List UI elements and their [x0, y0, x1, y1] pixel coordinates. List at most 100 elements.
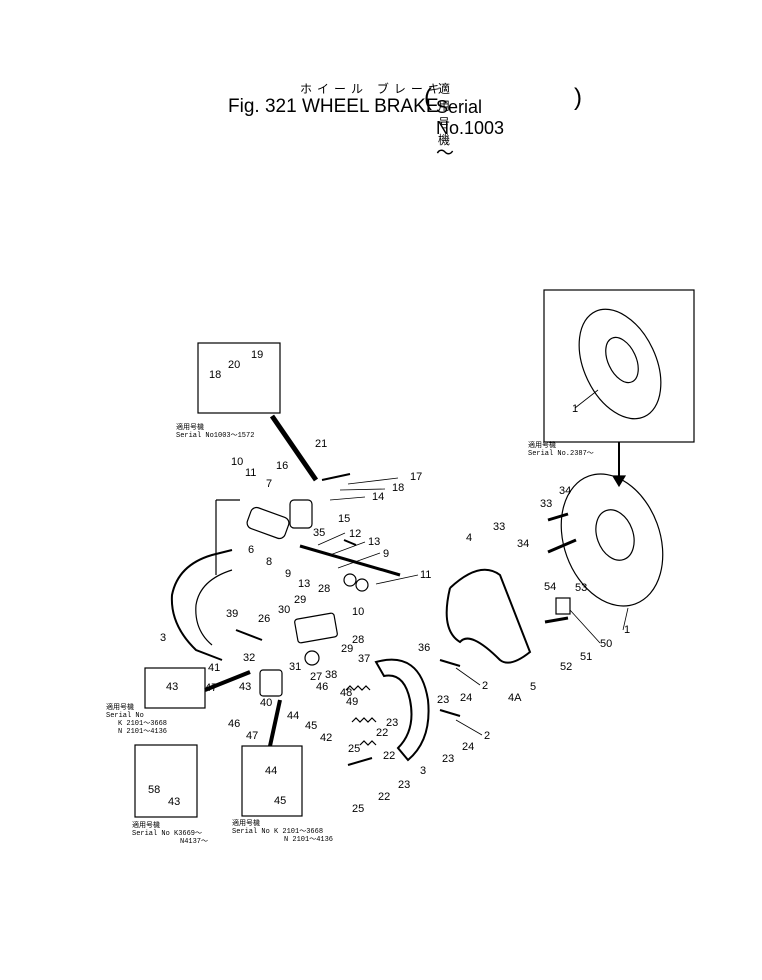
backing-plate: [560, 473, 664, 607]
svg-text:22: 22: [383, 750, 395, 762]
svg-text:43: 43: [166, 681, 178, 693]
inset-box-bottom-mid: [241, 745, 303, 817]
brake-shoe-left: [170, 549, 233, 661]
brake-shoe-4: [445, 568, 532, 664]
svg-text:35: 35: [313, 527, 325, 539]
svg-text:50: 50: [600, 638, 612, 650]
svg-text:2: 2: [484, 730, 490, 742]
svg-text:47: 47: [205, 682, 217, 694]
svg-text:15: 15: [338, 513, 350, 525]
svg-text:16: 16: [276, 460, 288, 472]
svg-text:52: 52: [560, 661, 572, 673]
left-box-note: 適用号機 Serial No K 2101～3668 N 2101～4136: [106, 704, 168, 736]
svg-text:5: 5: [530, 681, 536, 693]
svg-text:33: 33: [493, 521, 505, 533]
top-box-note: 適用号機 Serial No1003～1572: [176, 424, 255, 440]
svg-text:45: 45: [274, 795, 286, 807]
svg-text:23: 23: [442, 753, 454, 765]
svg-text:18: 18: [392, 482, 404, 494]
svg-text:18: 18: [209, 369, 221, 381]
anchor-block: [259, 669, 283, 697]
svg-text:41: 41: [208, 662, 220, 674]
svg-text:51: 51: [580, 651, 592, 663]
svg-text:39: 39: [226, 608, 238, 620]
figure-name: WHEEL BRAKE: [301, 96, 439, 117]
svg-text:9: 9: [285, 568, 291, 580]
svg-text:22: 22: [378, 791, 390, 803]
svg-text:31: 31: [289, 661, 301, 673]
svg-text:36: 36: [418, 642, 430, 654]
svg-text:11: 11: [420, 569, 431, 581]
leader-arrow-top: [269, 414, 319, 482]
applicable-japanese: 適用号機: [438, 82, 455, 147]
svg-text:32: 32: [243, 652, 255, 664]
svg-text:33: 33: [540, 498, 552, 510]
svg-text:40: 40: [260, 697, 272, 709]
backing-plate-inset: [578, 308, 662, 420]
svg-text:23: 23: [398, 779, 410, 791]
svg-text:54: 54: [544, 581, 556, 593]
svg-text:28: 28: [352, 634, 364, 646]
svg-text:9: 9: [383, 548, 389, 560]
inset-box-top: [197, 342, 281, 414]
svg-text:11: 11: [245, 467, 256, 479]
svg-text:6: 6: [248, 544, 254, 556]
svg-text:14: 14: [372, 491, 384, 503]
serial-range: Serial No.1003～: [436, 97, 505, 163]
svg-text:37: 37: [358, 653, 370, 665]
svg-text:2: 2: [482, 680, 488, 692]
svg-text:21: 21: [315, 438, 327, 450]
svg-text:25: 25: [348, 743, 360, 755]
svg-text:46: 46: [316, 681, 328, 693]
svg-text:10: 10: [352, 606, 364, 618]
adjuster: [294, 612, 338, 644]
wheel-cylinder: [246, 506, 290, 540]
inset-box-bottom-left: [134, 744, 198, 818]
svg-text:12: 12: [349, 528, 361, 540]
svg-text:26: 26: [258, 613, 270, 625]
svg-text:29: 29: [294, 594, 306, 606]
svg-text:43: 43: [239, 681, 251, 693]
svg-text:34: 34: [517, 538, 529, 550]
svg-text:46: 46: [228, 718, 240, 730]
svg-text:13: 13: [368, 536, 380, 548]
svg-text:1: 1: [624, 624, 630, 636]
svg-text:44: 44: [287, 710, 299, 722]
right-box-note: 適用号機 Serial No.2387～: [528, 442, 594, 458]
svg-text:23: 23: [437, 694, 449, 706]
svg-text:4: 4: [466, 532, 472, 544]
svg-text:17: 17: [410, 471, 422, 483]
svg-text:25: 25: [352, 803, 364, 815]
svg-text:23: 23: [386, 717, 398, 729]
svg-text:22: 22: [376, 727, 388, 739]
svg-text:29: 29: [341, 643, 353, 655]
bottom-mid-box-note: 適用号機 Serial No K 2101～3668 N 2101～4136: [232, 820, 334, 844]
svg-text:19: 19: [251, 349, 263, 361]
svg-text:28: 28: [318, 583, 330, 595]
figure-title: Fig. 321 WHEEL BRAKE: [228, 96, 439, 118]
svg-text:34: 34: [559, 485, 571, 497]
bottom-left-box-note: 適用号機 Serial No K3669～ N4137～: [132, 822, 209, 846]
svg-text:10: 10: [231, 456, 243, 468]
svg-text:43: 43: [168, 796, 180, 808]
svg-text:38: 38: [325, 669, 337, 681]
svg-text:8: 8: [266, 556, 272, 568]
svg-text:1: 1: [572, 403, 578, 415]
svg-text:44: 44: [265, 765, 277, 777]
svg-text:30: 30: [278, 604, 290, 616]
brake-shoe-3: [374, 658, 430, 762]
svg-text:48: 48: [340, 687, 352, 699]
svg-text:27: 27: [310, 671, 322, 683]
svg-text:4A: 4A: [508, 692, 522, 704]
svg-text:45: 45: [305, 720, 317, 732]
lock-plate: [555, 597, 571, 615]
svg-text:24: 24: [460, 692, 472, 704]
svg-text:20: 20: [228, 359, 240, 371]
svg-text:49: 49: [346, 696, 358, 708]
svg-text:24: 24: [462, 741, 474, 753]
figure-number: Fig. 321: [228, 96, 297, 117]
svg-text:7: 7: [266, 478, 272, 490]
title-japanese: ホイール ブレーキ: [300, 82, 445, 96]
svg-text:3: 3: [420, 765, 426, 777]
